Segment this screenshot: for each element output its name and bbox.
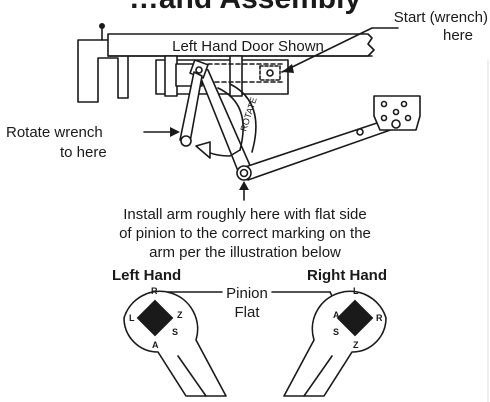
closer-body xyxy=(155,55,289,97)
left-mark-s: S xyxy=(172,327,178,337)
start-label-line1: Start (wrench) xyxy=(394,9,488,26)
right-mark-z: Z xyxy=(353,340,359,350)
rotate-label-line2: to here xyxy=(60,144,107,161)
left-mark-z: Z xyxy=(177,310,183,320)
rotate-arrowhead xyxy=(170,127,180,137)
parallel-arm-bracket xyxy=(373,95,421,131)
left-mark-l: L xyxy=(129,313,135,323)
start-leader-line xyxy=(281,27,399,73)
left-mark-r: R xyxy=(151,286,158,296)
left-mark-a: A xyxy=(152,340,159,350)
right-mark-l: L xyxy=(353,286,359,296)
pinion-label-line1: Pinion xyxy=(226,285,268,302)
pinion-label-line2: Flat xyxy=(234,304,260,321)
left-hand-label: Left Hand xyxy=(112,267,181,284)
rotated-wrench-arm xyxy=(179,71,203,147)
install-text-line3: arm per the illustration below xyxy=(149,244,341,261)
rotate-label-line1: Rotate wrench xyxy=(6,124,103,141)
forearm xyxy=(241,117,397,181)
rotate-arrow-band xyxy=(195,83,257,159)
start-label-line2: here xyxy=(443,27,473,44)
install-arrowhead xyxy=(239,181,249,190)
right-mark-s: S xyxy=(333,327,339,337)
right-hand-label: Right Hand xyxy=(307,267,387,284)
right-mark-a: A xyxy=(333,310,340,320)
elbow-joint-inner xyxy=(239,168,249,178)
title-fragment: …and Assembly xyxy=(129,0,362,15)
install-text-line2: of pinion to the correct marking on the xyxy=(119,225,371,242)
install-text-line1: Install arm roughly here with flat side xyxy=(123,206,366,223)
right-hand-arm-detail: L R A Z S xyxy=(283,286,387,397)
right-mark-r: R xyxy=(376,313,383,323)
door-label: Left Hand Door Shown xyxy=(172,38,324,55)
start-arrowhead xyxy=(282,64,294,73)
left-hand-arm-detail: R L A Z S xyxy=(123,286,227,397)
